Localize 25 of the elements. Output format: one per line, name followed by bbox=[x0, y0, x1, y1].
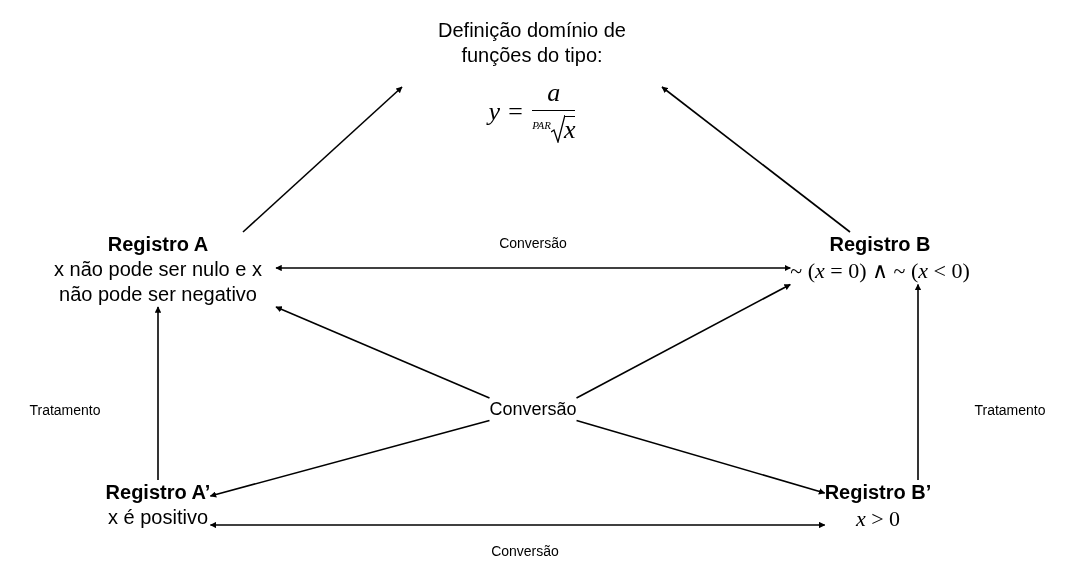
arrow bbox=[275, 264, 792, 272]
heading: Definição domínio de funções do tipo: bbox=[437, 18, 627, 68]
register-title: Registro B bbox=[829, 232, 931, 257]
arrow bbox=[242, 86, 403, 233]
register-title: Registro A bbox=[107, 232, 209, 257]
arrow bbox=[661, 86, 851, 233]
arrow bbox=[575, 283, 792, 399]
register-title: Registro B’ bbox=[824, 480, 932, 505]
register-description: x é positivo bbox=[107, 505, 209, 530]
register-description: x não pode ser nulo e x não pode ser negativo bbox=[53, 257, 263, 307]
edge-label: Tratamento bbox=[972, 403, 1048, 417]
arrow bbox=[209, 419, 491, 498]
edge-label: Tratamento bbox=[27, 403, 103, 417]
register-title: Registro A’ bbox=[105, 480, 211, 505]
arrow bbox=[275, 306, 491, 399]
edge-label: Conversão bbox=[489, 544, 561, 558]
arrow bbox=[209, 521, 826, 529]
register-description: x > 0 bbox=[855, 505, 901, 533]
arrow bbox=[154, 306, 162, 481]
edge-label: Conversão bbox=[497, 236, 569, 250]
arrow bbox=[914, 283, 922, 481]
formula: y = a PAR x bbox=[488, 80, 576, 143]
node-text: Conversão bbox=[489, 398, 577, 421]
register-description: ~ (x = 0) ∧ ~ (x < 0) bbox=[790, 257, 970, 285]
arrow bbox=[575, 419, 826, 495]
